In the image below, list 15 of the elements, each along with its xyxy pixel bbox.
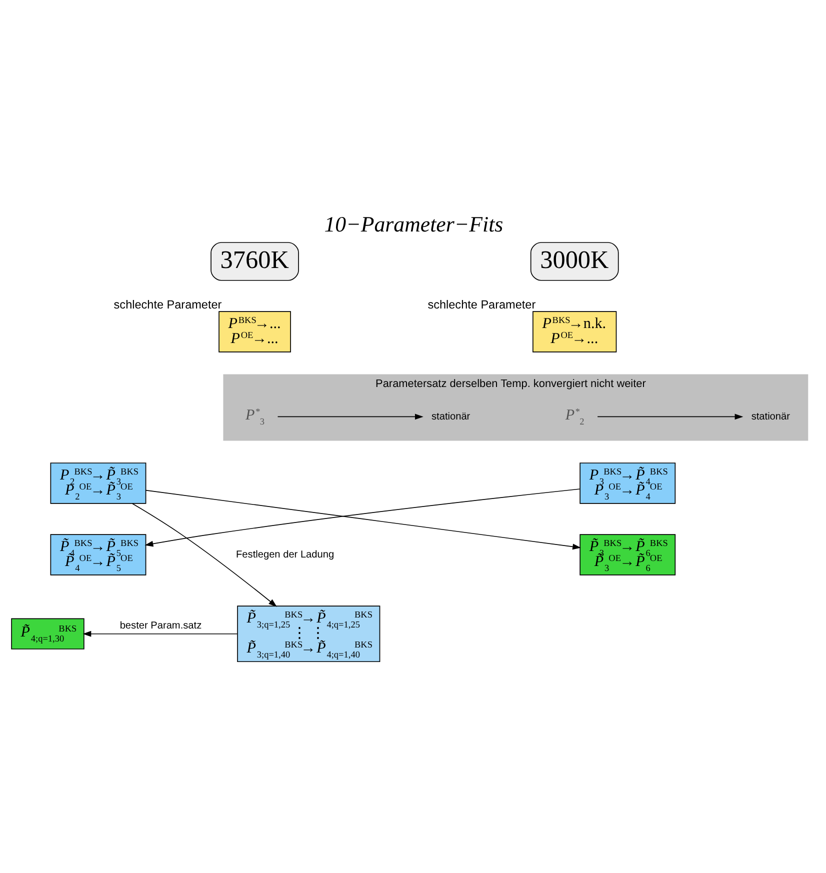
node-label: schlechte Parameter: [428, 298, 536, 312]
arrow: [132, 503, 277, 607]
node-text: stationär: [432, 411, 470, 422]
node-box: 3760K: [210, 242, 299, 281]
edge-label: Festlegen der Ladung: [236, 549, 334, 560]
node-box: P$^{BKS}$→n.k. P$^{OE}$→...: [532, 311, 617, 352]
edge-label: bester Param.satz: [120, 620, 202, 632]
node-box: P$^{BKS}$→... P$^{OE}$→...: [218, 311, 291, 352]
diagram-title: 10−Parameter−Fits: [324, 212, 504, 236]
arrow: [597, 414, 744, 420]
node-text: stationär: [751, 411, 790, 422]
node-label: schlechte Parameter: [114, 298, 222, 312]
node-box: 3000K: [530, 242, 619, 281]
arrow: [82, 630, 238, 637]
arrow: [277, 414, 424, 420]
